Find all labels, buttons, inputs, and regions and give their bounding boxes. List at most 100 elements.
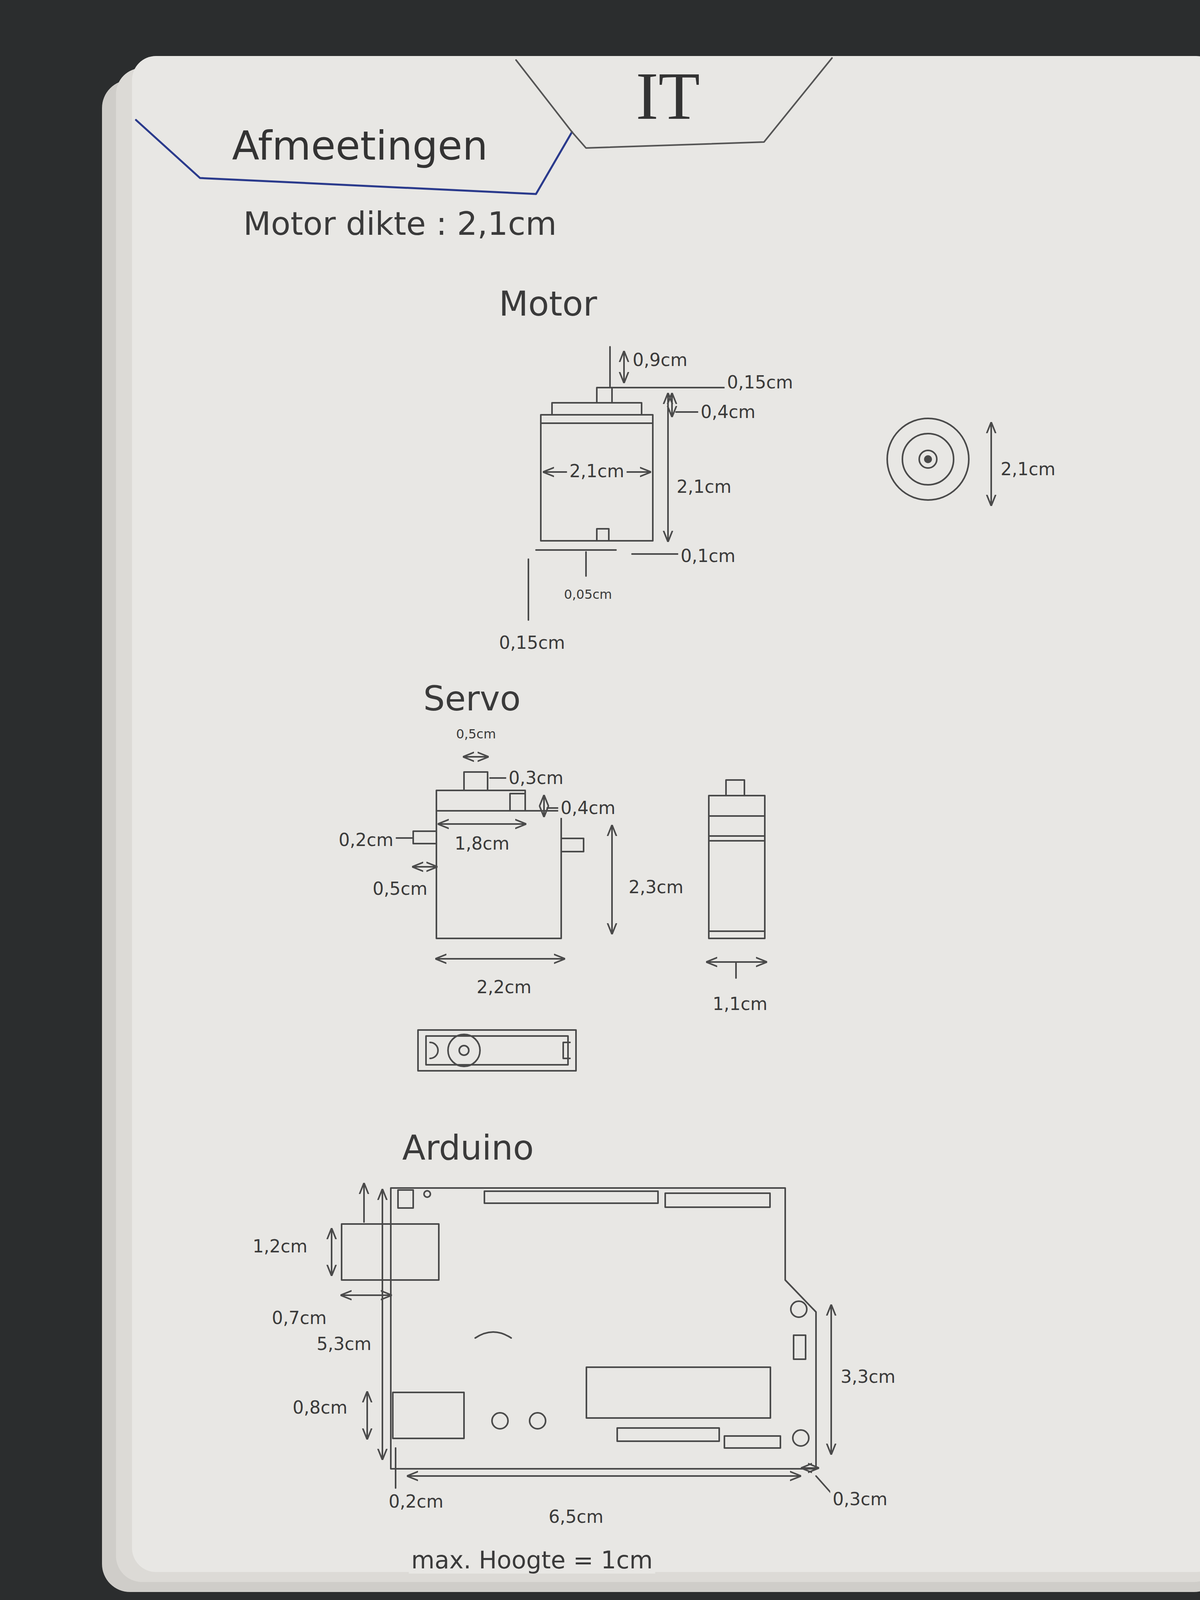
dimension-arrow (366, 1392, 368, 1439)
leader-line (490, 777, 508, 779)
servo-side-view (708, 816, 765, 939)
motor-top-view (919, 450, 937, 468)
pin-header (617, 1428, 720, 1442)
notebook-page (132, 56, 1200, 1572)
part-name: Servo (420, 679, 524, 718)
mounting-hole (792, 1430, 809, 1446)
dimension: 1,2cm (250, 1236, 310, 1257)
dimension: 1,1cm (710, 994, 770, 1014)
dimension: 1,8cm (452, 833, 512, 854)
leader-line (547, 807, 560, 809)
servo-shaft (464, 772, 488, 791)
dimension: 0,9cm (630, 350, 690, 370)
dimension: 0,2cm (336, 830, 396, 850)
note: Motor dikte : 2,1cm (240, 206, 559, 242)
title-tab: Afmeetingen (227, 120, 493, 172)
motor-shaft-line (609, 346, 611, 388)
subject-tab-outline (572, 58, 832, 148)
dimension: 2,1cm (998, 459, 1058, 480)
title-tab-outline (516, 60, 572, 132)
dimension: 0,2cm (386, 1491, 446, 1512)
dimension-arrow (667, 394, 669, 541)
motor-bottom-bump (596, 528, 609, 541)
title-tab-outline (136, 120, 572, 194)
dimension-arrow (671, 394, 673, 416)
dimension: 6,5cm (546, 1506, 606, 1527)
tab-title: Afmeetingen (232, 124, 488, 168)
dimension-arrow (830, 1305, 832, 1454)
motor-body (540, 423, 653, 541)
component (475, 1332, 512, 1338)
tab-title: IT (636, 58, 701, 134)
part-name: Motor (496, 284, 600, 324)
dimension-arrow (544, 471, 569, 473)
power-jack (392, 1392, 464, 1439)
servo-top-block (436, 790, 526, 811)
pin-header (665, 1193, 770, 1208)
servo-screw-hole (430, 1042, 438, 1059)
mounting-hole (790, 1301, 807, 1318)
servo-ear (413, 831, 437, 844)
dimension-arrow (341, 1294, 391, 1296)
dimension: 0,3cm (830, 1489, 890, 1510)
component (793, 1335, 806, 1360)
dimension-arrow (330, 1229, 333, 1275)
note: max. Hoogte = 1cm (408, 1546, 656, 1574)
dimension: 3,3cm (838, 1366, 898, 1387)
dimension: 0,4cm (558, 798, 618, 818)
motor-top-view (887, 418, 969, 500)
leader-line (632, 553, 680, 555)
dimension: 5,3cm (314, 1334, 374, 1354)
dimension: 0,1cm (678, 546, 738, 566)
servo-side-shaft (726, 780, 745, 796)
servo-side-detail (708, 835, 765, 837)
dimension-arrow (990, 423, 992, 505)
dimension-arrow (802, 1467, 818, 1469)
servo-side-top (708, 795, 765, 816)
dimension: 0,15cm (724, 372, 796, 393)
pin-header (724, 1436, 781, 1448)
arduino-board (390, 1188, 816, 1469)
dimension: 0,5cm (370, 878, 430, 899)
dimension: 2,1cm (674, 476, 734, 497)
motor-pin (585, 552, 587, 576)
leader-line (816, 1476, 832, 1494)
subject-tab: IT (631, 55, 706, 137)
capacitor (492, 1412, 508, 1429)
part-name: Arduino (400, 1128, 537, 1168)
leader-line (735, 962, 737, 978)
dimension: 2,3cm (626, 877, 686, 898)
servo-ear (561, 838, 584, 852)
dimension: 0,15cm (496, 632, 568, 653)
led (424, 1190, 431, 1198)
dimension: 0,7cm (269, 1308, 329, 1328)
dimension-arrow (363, 1184, 365, 1222)
servo-gear (459, 1045, 469, 1056)
servo-side-detail (708, 840, 765, 842)
motor-top-view (902, 433, 954, 485)
servo-top-view (418, 1030, 576, 1071)
motor-bottom-plate (536, 549, 616, 551)
servo-gear (448, 1034, 480, 1067)
servo-side-detail (708, 930, 765, 932)
dimension-arrow (464, 756, 488, 758)
reset-button (398, 1190, 414, 1208)
dimension: 0,5cm (453, 726, 499, 742)
dimension-arrow (381, 1190, 384, 1459)
motor-flange (540, 414, 653, 424)
leader-line (676, 411, 700, 413)
leader-line (394, 1448, 397, 1488)
dimension-arrow (438, 823, 526, 825)
servo-screw-hole (563, 1042, 570, 1059)
dimension: 0,3cm (506, 768, 566, 788)
dimension: 2,2cm (474, 977, 534, 998)
motor-axle (924, 456, 932, 463)
motor-cap (552, 402, 642, 415)
dimension-arrow (611, 826, 613, 934)
leader-line (527, 559, 530, 620)
usb-port (341, 1224, 439, 1280)
motor-shaft (596, 387, 612, 403)
leader-line (394, 837, 412, 839)
dimension: 0,8cm (290, 1397, 350, 1418)
